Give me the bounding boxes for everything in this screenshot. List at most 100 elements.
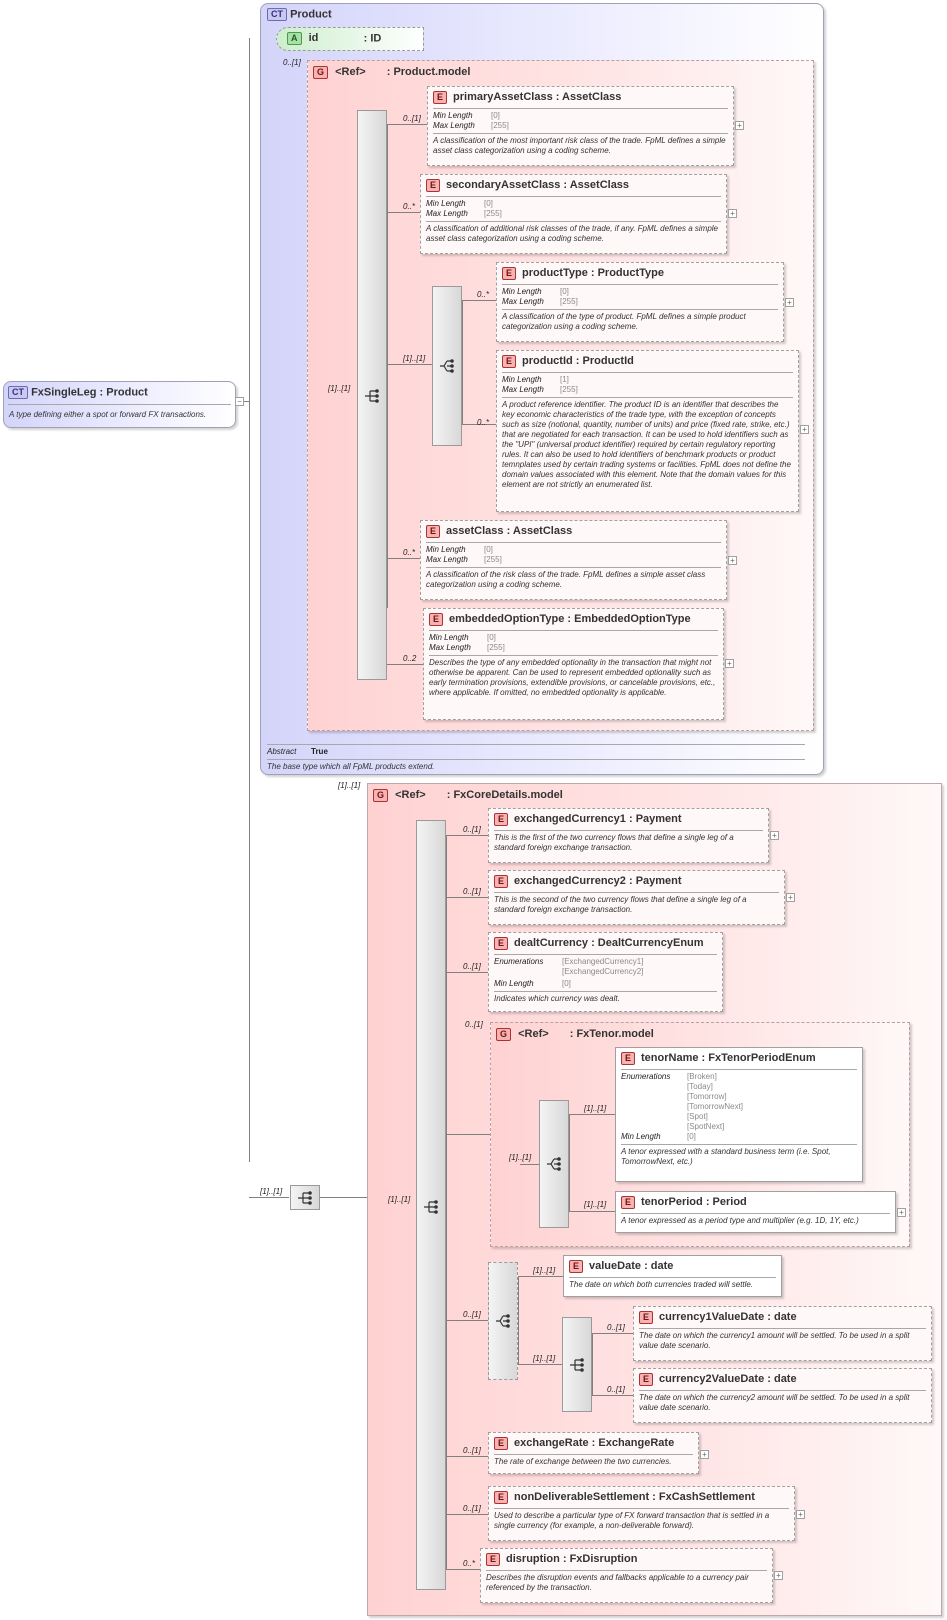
attribute-icon: A — [287, 32, 302, 45]
facet-value: [0] — [687, 1132, 696, 1141]
facet-label: Min Length — [429, 633, 469, 642]
product-type-name: Product — [290, 8, 332, 21]
choice-multiplicity: [1]..[1] — [509, 1153, 532, 1162]
element-multiplicity: 0..[1] — [403, 114, 421, 123]
group-name: : Product.model — [386, 66, 471, 79]
element-icon: E — [621, 1051, 636, 1065]
choice-compositor[interactable] — [432, 286, 462, 446]
facet-label: Min Length — [433, 111, 473, 120]
element-doc: A product reference identifier. The prod… — [502, 400, 791, 489]
element-multiplicity: 0..[1] — [607, 1323, 625, 1332]
connector — [387, 364, 432, 365]
connector — [249, 38, 250, 1162]
element-doc: The date on which the currency1 amount w… — [639, 1331, 910, 1350]
element-multiplicity: 0..[1] — [463, 1446, 481, 1455]
element-type: : AssetClass — [506, 525, 573, 537]
plus-icon[interactable]: + — [774, 1571, 783, 1580]
facet-value: [0] — [491, 111, 500, 120]
outer-sequence-compositor[interactable] — [290, 1185, 320, 1210]
plus-icon[interactable]: + — [796, 1510, 805, 1519]
element-type: : FxDisruption — [562, 1553, 638, 1565]
connector — [446, 835, 488, 836]
plus-icon[interactable]: + — [800, 425, 809, 434]
facet-label: Max Length — [502, 297, 544, 306]
element-doc: A classification of additional risk clas… — [426, 224, 718, 243]
complex-type-icon: CT — [8, 386, 28, 399]
element-doc: This is the first of the two currency fl… — [494, 833, 734, 852]
group-icon: G — [313, 66, 329, 79]
element-multiplicity: 0..[1] — [463, 887, 481, 896]
element-icon: E — [502, 266, 517, 280]
sequence-multiplicity: [1]..[1] — [328, 384, 351, 393]
element-name: currency1ValueDate — [659, 1311, 765, 1323]
value-date-choice-compositor[interactable] — [488, 1262, 518, 1380]
group-icon: G — [496, 1028, 512, 1041]
facet-value: [255] — [491, 121, 509, 130]
group-multiplicity: 0..[1] — [283, 58, 301, 67]
enum-value: [Today] — [687, 1082, 713, 1091]
facet-label: Enumerations — [494, 957, 544, 966]
facet-label: Min Length — [426, 199, 466, 208]
element-multiplicity: 0..* — [403, 202, 416, 211]
facet-value: [255] — [484, 555, 502, 564]
element-name: embeddedOptionType — [449, 613, 565, 625]
split-value-sequence-compositor[interactable] — [562, 1317, 592, 1412]
plus-icon[interactable]: + — [728, 209, 737, 218]
choice-icon — [440, 359, 454, 373]
element-name: nonDeliverableSettlement — [514, 1491, 650, 1503]
element-icon: E — [494, 936, 509, 950]
element-doc: Indicates which currency was dealt. — [494, 994, 620, 1003]
connector — [518, 1276, 563, 1277]
sequence-compositor[interactable] — [357, 110, 387, 680]
connector — [446, 1134, 490, 1135]
plus-icon[interactable]: + — [786, 893, 795, 902]
plus-icon[interactable]: + — [770, 831, 779, 840]
tenor-choice-compositor[interactable] — [539, 1100, 569, 1228]
connector — [446, 835, 447, 1569]
element-multiplicity: [1]..[1] — [584, 1104, 607, 1113]
plus-icon[interactable]: + — [700, 1450, 709, 1459]
facet-label: Max Length — [426, 209, 468, 218]
element-name: dealtCurrency — [514, 937, 588, 949]
element-icon: E — [494, 812, 509, 826]
element-type: : date — [767, 1311, 797, 1323]
plus-icon[interactable]: + — [785, 298, 794, 307]
element-name: currency2ValueDate — [659, 1373, 765, 1385]
attribute-id[interactable]: A id : ID — [276, 27, 424, 51]
element-icon: E — [486, 1552, 501, 1566]
enum-value: [ExchangedCurrency2] — [562, 967, 644, 976]
facet-value: [1] — [560, 375, 569, 384]
element-name: productType — [522, 267, 588, 279]
plus-icon[interactable]: + — [735, 121, 744, 130]
plus-icon[interactable]: + — [725, 659, 734, 668]
enum-value: [Spot] — [687, 1112, 708, 1121]
root-type-card[interactable]: CT FxSingleLeg : Product A type defining… — [3, 381, 236, 428]
element-name: secondaryAssetClass — [446, 179, 561, 191]
facet-value: [0] — [487, 633, 496, 642]
element-type: : Period — [705, 1196, 747, 1208]
plus-icon[interactable]: + — [728, 556, 737, 565]
plus-icon[interactable]: + — [897, 1208, 906, 1217]
fxcore-sequence-compositor[interactable] — [416, 820, 446, 1590]
facet-value: [0] — [560, 287, 569, 296]
element-icon: E — [494, 874, 509, 888]
element-multiplicity: 0..2 — [403, 654, 417, 663]
minus-icon[interactable]: − — [235, 397, 244, 406]
